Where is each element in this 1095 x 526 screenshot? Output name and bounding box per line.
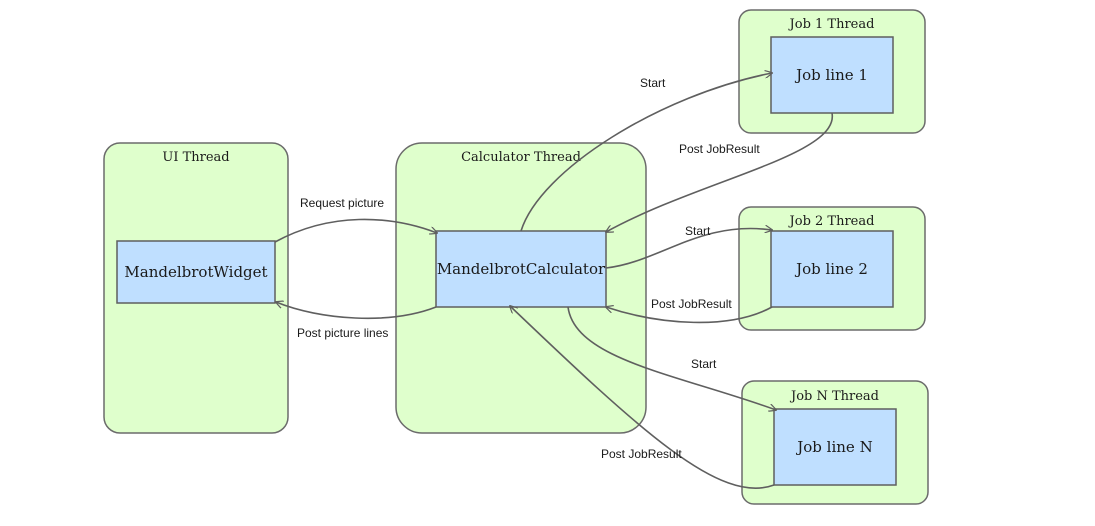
job-line-n-label: Job line N bbox=[795, 438, 872, 456]
post-jobresult-n-label: Post JobResult bbox=[601, 447, 682, 461]
start-job-1-label: Start bbox=[640, 76, 666, 90]
start-job-1-arrow bbox=[520, 73, 772, 232]
start-job-n-arrow bbox=[567, 306, 776, 410]
job-line-2-label: Job line 2 bbox=[794, 260, 868, 278]
request-picture-label: Request picture bbox=[300, 196, 384, 210]
start-job-2-arrow bbox=[605, 228, 772, 269]
post-jobresult-1-arrow bbox=[606, 112, 833, 232]
start-job-2-label: Start bbox=[685, 224, 711, 238]
mandelbrot-calculator-label: MandelbrotCalculator bbox=[437, 260, 606, 278]
request-picture-arrow bbox=[274, 218, 437, 243]
ui-thread-title: UI Thread bbox=[162, 150, 229, 165]
mandelbrot-calculator-node: MandelbrotCalculator bbox=[435, 230, 607, 308]
post-jobresult-2-label: Post JobResult bbox=[651, 297, 732, 311]
job-line-2-node: Job line 2 bbox=[770, 230, 894, 308]
mandelbrot-widget-node: MandelbrotWidget bbox=[116, 240, 276, 304]
post-jobresult-n-arrow bbox=[510, 306, 775, 490]
jobn-thread-title: Job N Thread bbox=[789, 389, 879, 404]
job-line-1-node: Job line 1 bbox=[770, 36, 894, 114]
job2-thread-title: Job 2 Thread bbox=[788, 214, 875, 229]
post-jobresult-1-label: Post JobResult bbox=[679, 142, 760, 156]
post-jobresult-2-arrow bbox=[606, 307, 773, 324]
start-job-n-label: Start bbox=[691, 357, 717, 371]
mandelbrot-widget-label: MandelbrotWidget bbox=[124, 263, 267, 281]
job-line-1-label: Job line 1 bbox=[794, 66, 868, 84]
post-picture-lines-arrow bbox=[276, 302, 437, 320]
calculator-thread-title: Calculator Thread bbox=[461, 150, 581, 165]
job1-thread-title: Job 1 Thread bbox=[788, 17, 875, 32]
post-picture-lines-label: Post picture lines bbox=[297, 326, 388, 340]
job-line-n-node: Job line N bbox=[773, 408, 897, 486]
